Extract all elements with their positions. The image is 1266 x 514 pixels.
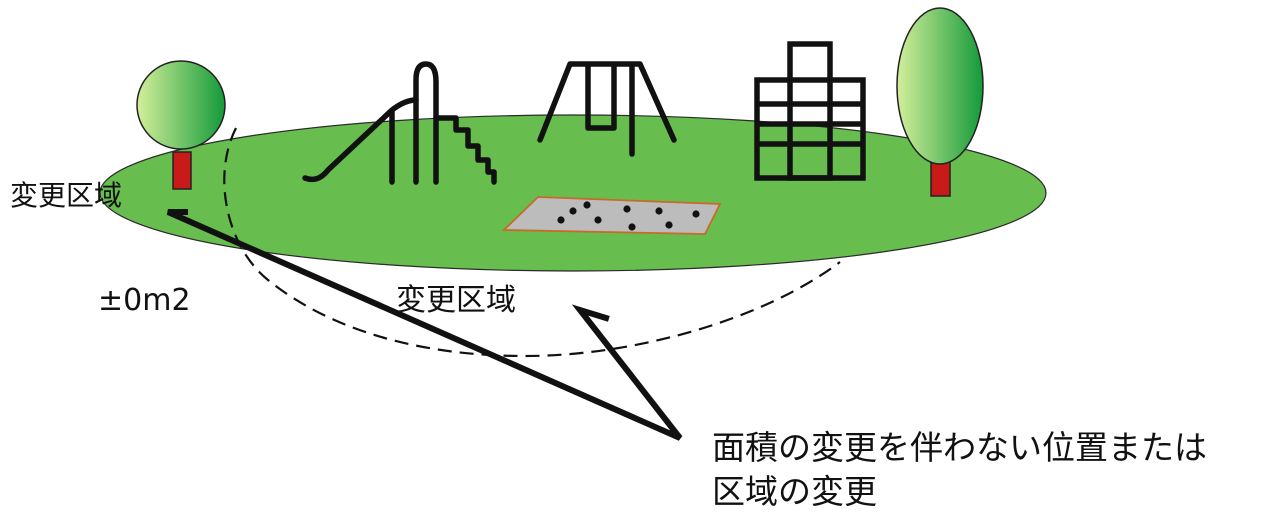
callout-pointer [166, 209, 683, 441]
changed-region-label-center: 変更区域 [396, 283, 516, 318]
callout-note-line2: 区域の変更 [712, 471, 877, 511]
slide-icon [302, 61, 497, 185]
changed-region-label: 変更区域 [10, 179, 123, 212]
sandbox-icon [501, 196, 722, 235]
tree-icon [896, 7, 984, 197]
callout-note: 面積の変更を伴わない位置または 区域の変更 [712, 426, 1207, 514]
swing-icon [537, 61, 677, 157]
changed-region-outline [223, 127, 841, 358]
callout-note-line1: 面積の変更を伴わない位置または [712, 428, 1207, 467]
park-lawn [99, 114, 1047, 272]
tree-icon [136, 60, 226, 190]
jungle-gym-icon [754, 41, 866, 181]
area-change-label: ±0m2 [98, 283, 191, 318]
